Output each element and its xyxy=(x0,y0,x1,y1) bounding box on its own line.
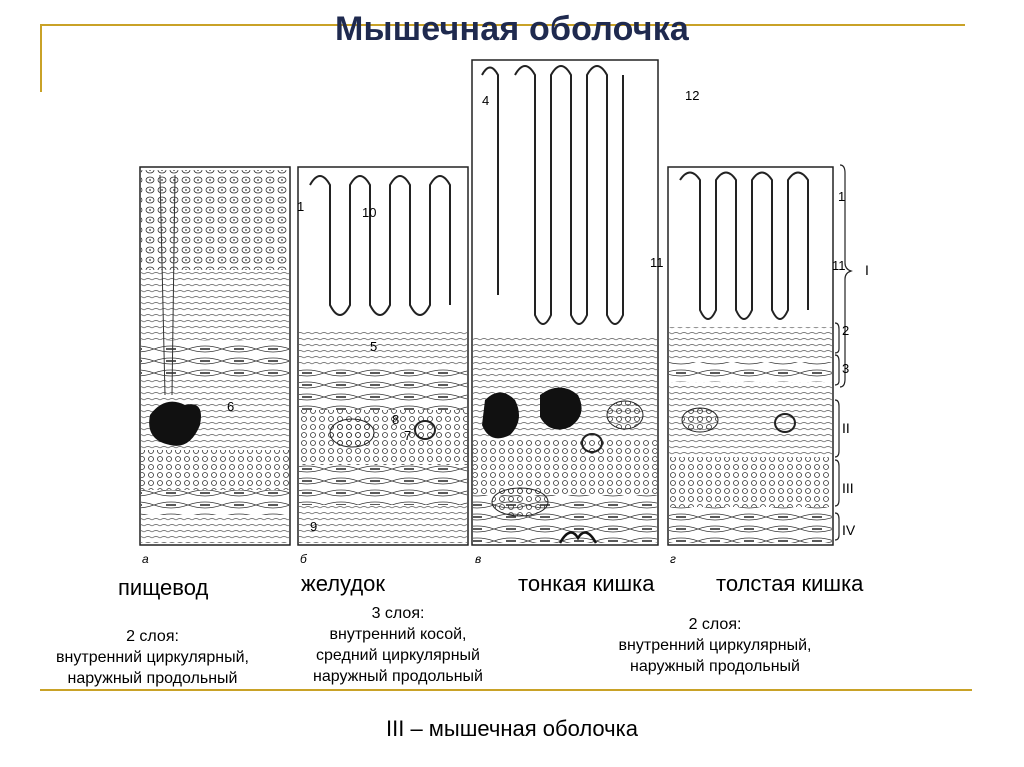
fig-num-5: 5 xyxy=(370,339,377,354)
fig-num-12: 12 xyxy=(685,88,699,103)
panel-stomach xyxy=(298,167,468,545)
description-line: 2 слоя: xyxy=(20,626,285,647)
fig-num-4: 4 xyxy=(482,93,489,108)
fig-num-3: 3 xyxy=(842,361,849,376)
description-line: наружный продольный xyxy=(20,668,285,689)
fig-num-6: 6 xyxy=(227,399,234,414)
description-line: наружный продольный xyxy=(580,656,850,677)
layer-label-III: III xyxy=(842,480,854,496)
layer-label-II: II xyxy=(842,420,850,436)
layer-label-I: I xyxy=(865,262,869,278)
histology-figure: 1 10 5 6 8 7 9 4 12 11 2 3 1 11 I II III… xyxy=(120,55,880,575)
description-esophagus: 2 слоя: внутренний циркулярный, наружный… xyxy=(20,626,285,689)
layer-label-IV: IV xyxy=(842,522,856,538)
panel-letter-d: г xyxy=(670,552,676,566)
footer-caption: III – мышечная оболочка xyxy=(0,716,1024,742)
description-line: 2 слоя: xyxy=(580,614,850,635)
panel-letter-a: а xyxy=(142,552,149,566)
fig-num-2: 2 xyxy=(842,323,849,338)
slide-title: Мышечная оболочка xyxy=(0,10,1024,49)
panel-letter-c: в xyxy=(475,552,481,566)
panel-esophagus xyxy=(140,167,290,545)
panel-letter-b: б xyxy=(300,552,308,566)
description-intestines: 2 слоя: внутренний циркулярный, наружный… xyxy=(580,614,850,677)
organ-label-esophagus: пищевод xyxy=(118,575,208,601)
frame-accent-bottom xyxy=(40,689,972,691)
panel-large-intestine xyxy=(668,167,833,545)
fig-num-11: 11 xyxy=(650,255,664,270)
description-line: внутренний косой, xyxy=(283,624,513,645)
fig-num-10: 10 xyxy=(362,205,376,220)
fig-num-1b: 1 xyxy=(838,189,845,204)
panel-small-intestine xyxy=(472,60,658,545)
description-line: наружный продольный xyxy=(283,666,513,687)
description-line: внутренний циркулярный, xyxy=(580,635,850,656)
description-line: средний циркулярный xyxy=(283,645,513,666)
organ-label-small-intestine: тонкая кишка xyxy=(518,571,655,597)
description-line: внутренний циркулярный, xyxy=(20,647,285,668)
fig-num-11b: 11 xyxy=(832,258,846,273)
fig-num-8: 8 xyxy=(392,412,399,427)
description-stomach: 3 слоя: внутренний косой, средний циркул… xyxy=(283,603,513,687)
organ-label-large-intestine: толстая кишка xyxy=(716,571,863,597)
fig-num-9: 9 xyxy=(310,519,317,534)
organ-label-stomach: желудок xyxy=(301,571,385,597)
description-line: 3 слоя: xyxy=(283,603,513,624)
fig-num-7: 7 xyxy=(404,428,411,443)
fig-num-1: 1 xyxy=(297,199,304,214)
